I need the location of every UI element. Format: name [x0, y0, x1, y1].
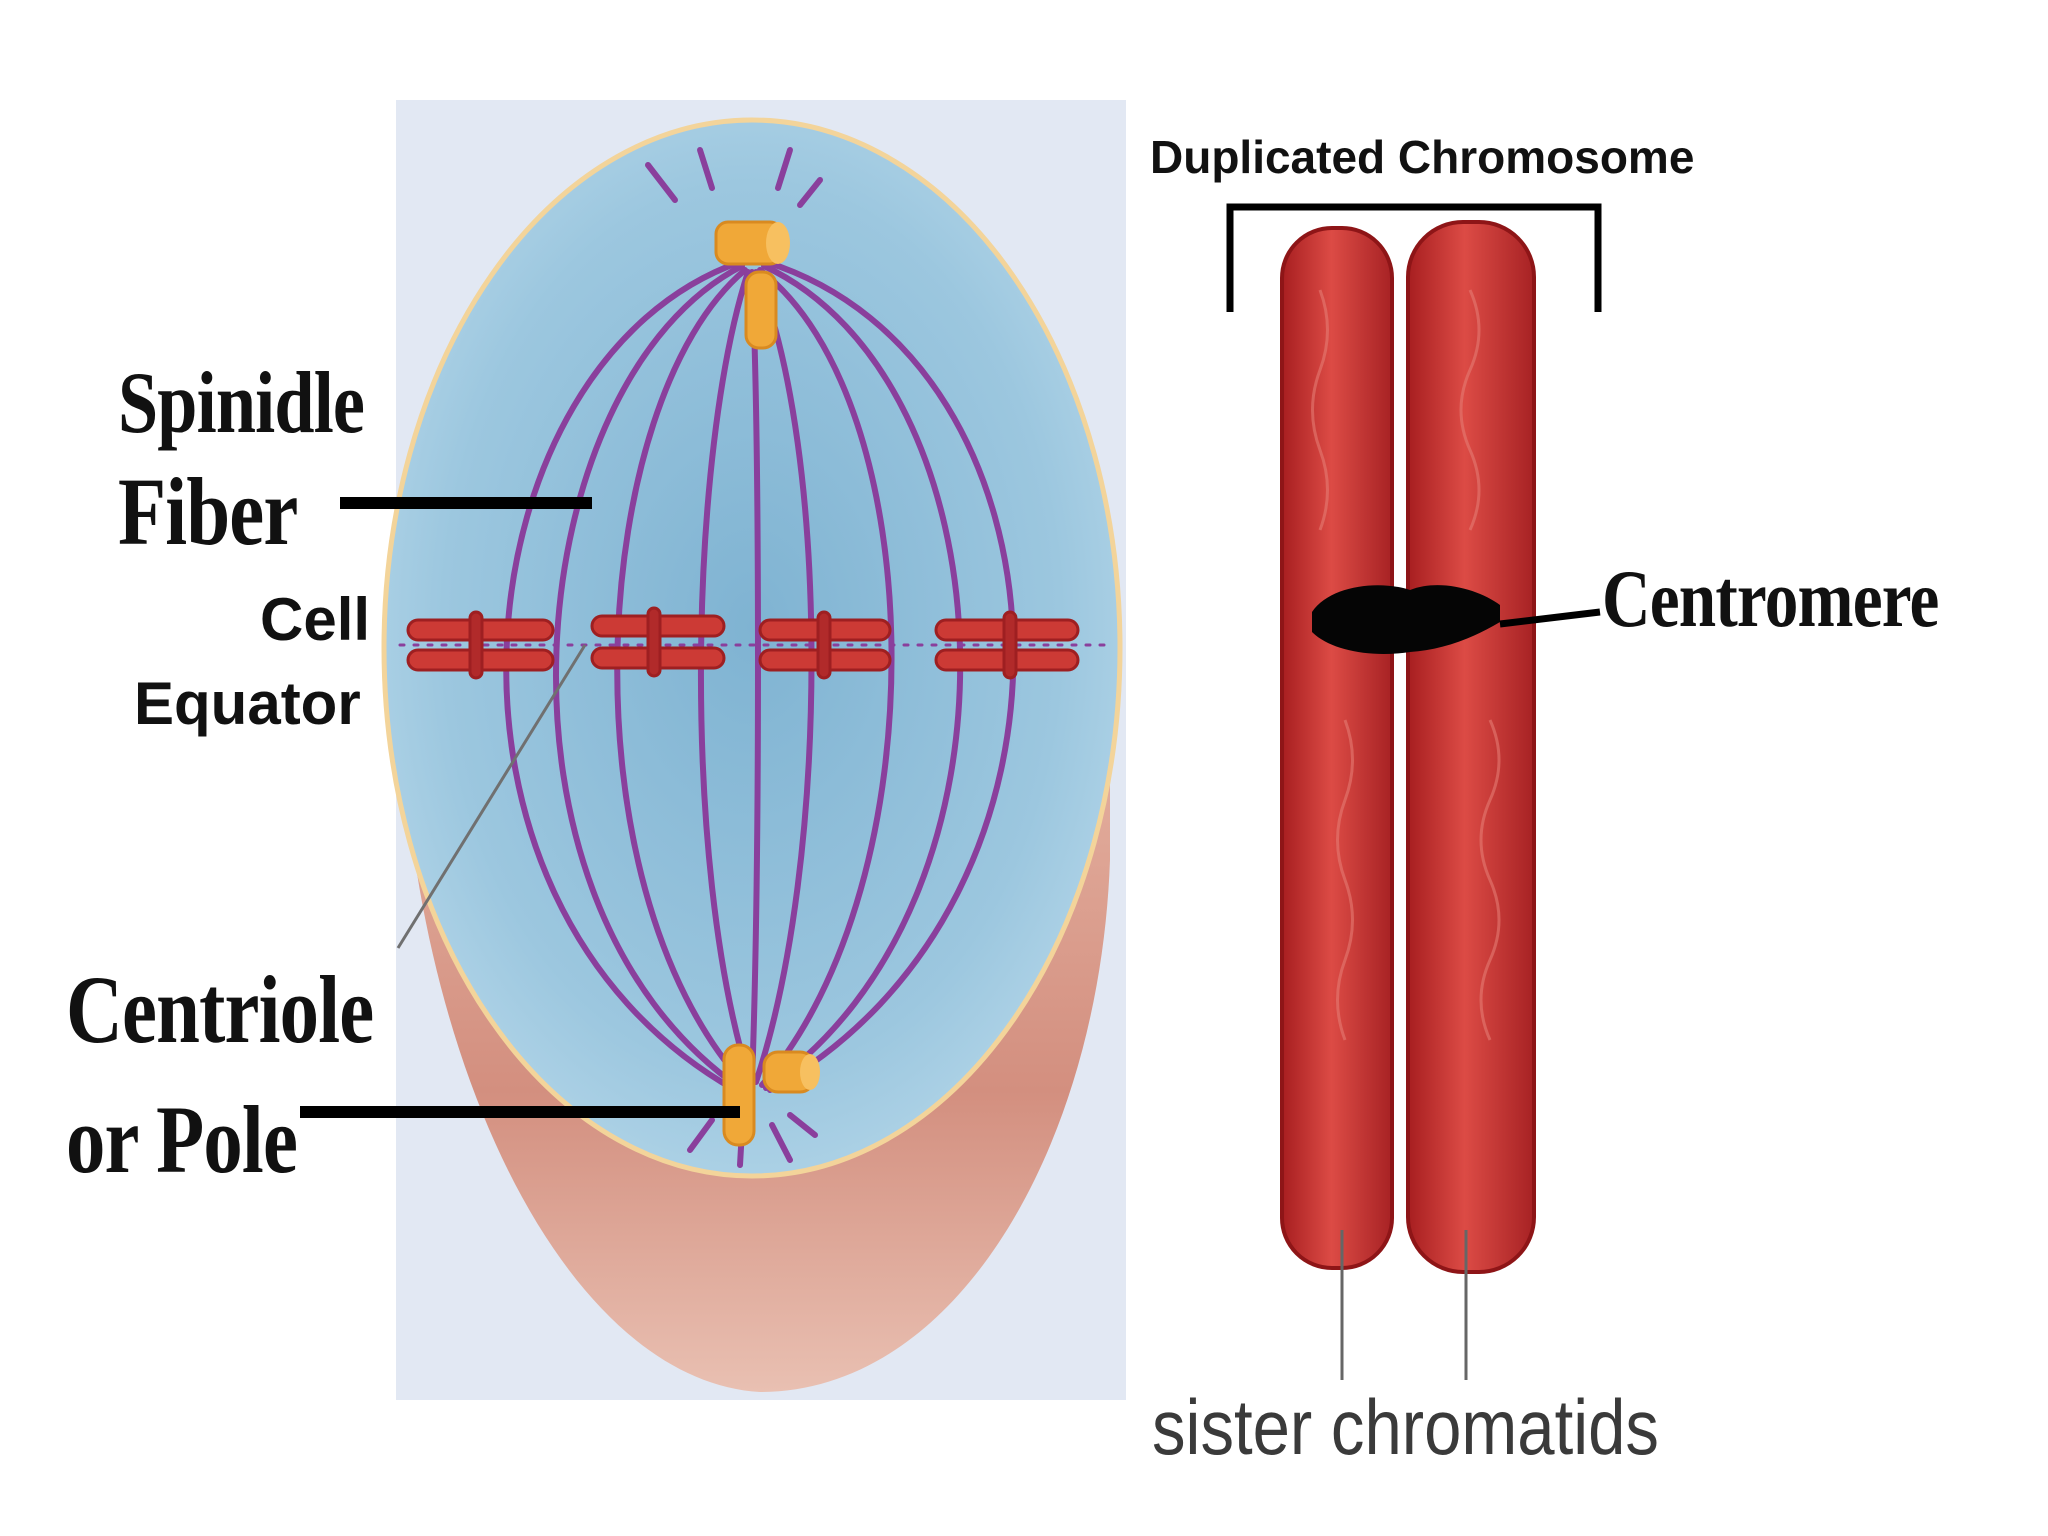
centriole-label-line1: Centriole	[66, 956, 374, 1063]
sister-chromatid-right	[1406, 220, 1536, 1274]
cell-cytoplasm	[381, 117, 1123, 1179]
duplicated-chromosome-bracket	[1226, 203, 1602, 312]
chromosome-1	[406, 610, 555, 680]
centriole-bottom	[722, 1043, 820, 1147]
chromosome-2	[590, 606, 726, 678]
cell-equator-label-line1: Cell	[260, 586, 371, 653]
cell-illustration	[381, 100, 1126, 1400]
duplicated-chromosome-label: Duplicated Chromosome	[1150, 131, 1695, 183]
cell-equator-pointer	[396, 644, 587, 949]
metaphase-chromosomes	[406, 606, 1080, 680]
spindle-fiber-label-line1: Spinidle	[118, 355, 365, 452]
duplicated-chromosome-illustration	[1226, 203, 1602, 1380]
sister-chromatid-left	[1280, 226, 1394, 1270]
centromere-label: Centromere	[1602, 553, 1939, 644]
chromosome-4	[934, 610, 1080, 680]
chromosome-3	[758, 610, 892, 680]
centromere-region	[1312, 585, 1500, 654]
cell-equator-label-line2: Equator	[134, 670, 361, 737]
spindle-fiber-label-line2: Fiber	[118, 458, 298, 565]
chromatid-texture	[1311, 289, 1501, 1041]
centromere-pointer	[1499, 608, 1601, 628]
centriole-label-line2: or Pole	[66, 1086, 298, 1193]
centriole-top	[714, 220, 790, 350]
sister-chromatids-label: sister chromatids	[1152, 1383, 1659, 1471]
